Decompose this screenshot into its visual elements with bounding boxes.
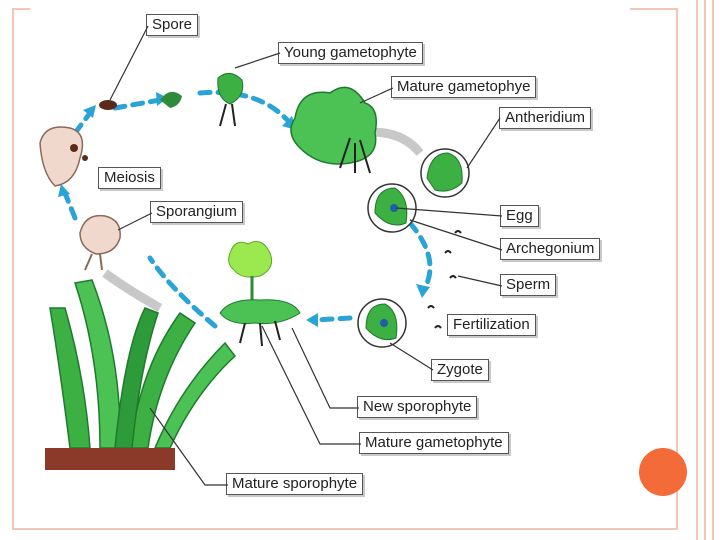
arrowhead	[83, 105, 96, 118]
strip-line	[712, 0, 714, 540]
orange-circle-decoration	[639, 448, 687, 496]
label-meiosis: Meiosis	[98, 167, 161, 189]
label-spore: Spore	[146, 14, 199, 36]
meiosis-capsule-icon	[39, 126, 88, 187]
new-sporophyte-icon	[219, 241, 301, 347]
mature-gametophyte-icon	[290, 86, 377, 174]
fertilization-icon	[357, 298, 407, 348]
label-new-sporophyte: New sporophyte	[357, 396, 478, 418]
label-mature-gametophyte: Mature gametophyte	[359, 432, 509, 454]
label-egg: Egg	[500, 205, 539, 227]
mature-sporophyte-fern-icon	[49, 279, 237, 449]
label-mature-gametophye: Mature gametophye	[391, 76, 537, 98]
diagram-artwork	[39, 73, 470, 470]
soil-icon	[45, 448, 175, 470]
archegonium-icon	[367, 183, 417, 233]
arrowhead	[58, 184, 70, 197]
label-sperm: Sperm	[500, 274, 557, 296]
label-fertilization: Fertilization	[447, 314, 536, 336]
arrow-spore-to-young	[112, 97, 163, 111]
arrow-sporangium-to-meiosis	[62, 190, 78, 221]
arrow-young-to-mature	[197, 89, 293, 126]
label-mature-sporophyte: Mature sporophyte	[226, 473, 364, 495]
arrow-meiosis-to-spore	[72, 110, 93, 136]
label-young-gametophyte: Young gametophyte	[278, 42, 423, 64]
label-antheridium: Antheridium	[499, 107, 592, 129]
strip-line	[696, 0, 698, 540]
label-archegonium: Archegonium	[500, 238, 601, 260]
fern-life-cycle-diagram: Spore Young gametophyte Mature gametophy…	[30, 8, 630, 498]
sporangium-icon	[79, 214, 121, 271]
arrow-sporophyte-to-sporangium	[147, 255, 218, 329]
arrowhead	[306, 313, 318, 327]
young-gametophyte-icon	[160, 73, 244, 127]
arrowhead	[416, 284, 430, 298]
right-decorative-strip	[692, 0, 720, 540]
antheridium-icon	[420, 148, 470, 198]
arrow-right-side	[407, 220, 433, 291]
label-zygote: Zygote	[431, 359, 489, 381]
label-sporangium: Sporangium	[150, 201, 243, 223]
arrow-fert-to-sporophyte	[312, 315, 353, 323]
gray-arrow-sporophyte-to-sporangium	[102, 269, 163, 312]
strip-line	[704, 0, 706, 540]
spore-icon	[99, 100, 117, 110]
blue-cycle-arrows	[62, 89, 433, 329]
